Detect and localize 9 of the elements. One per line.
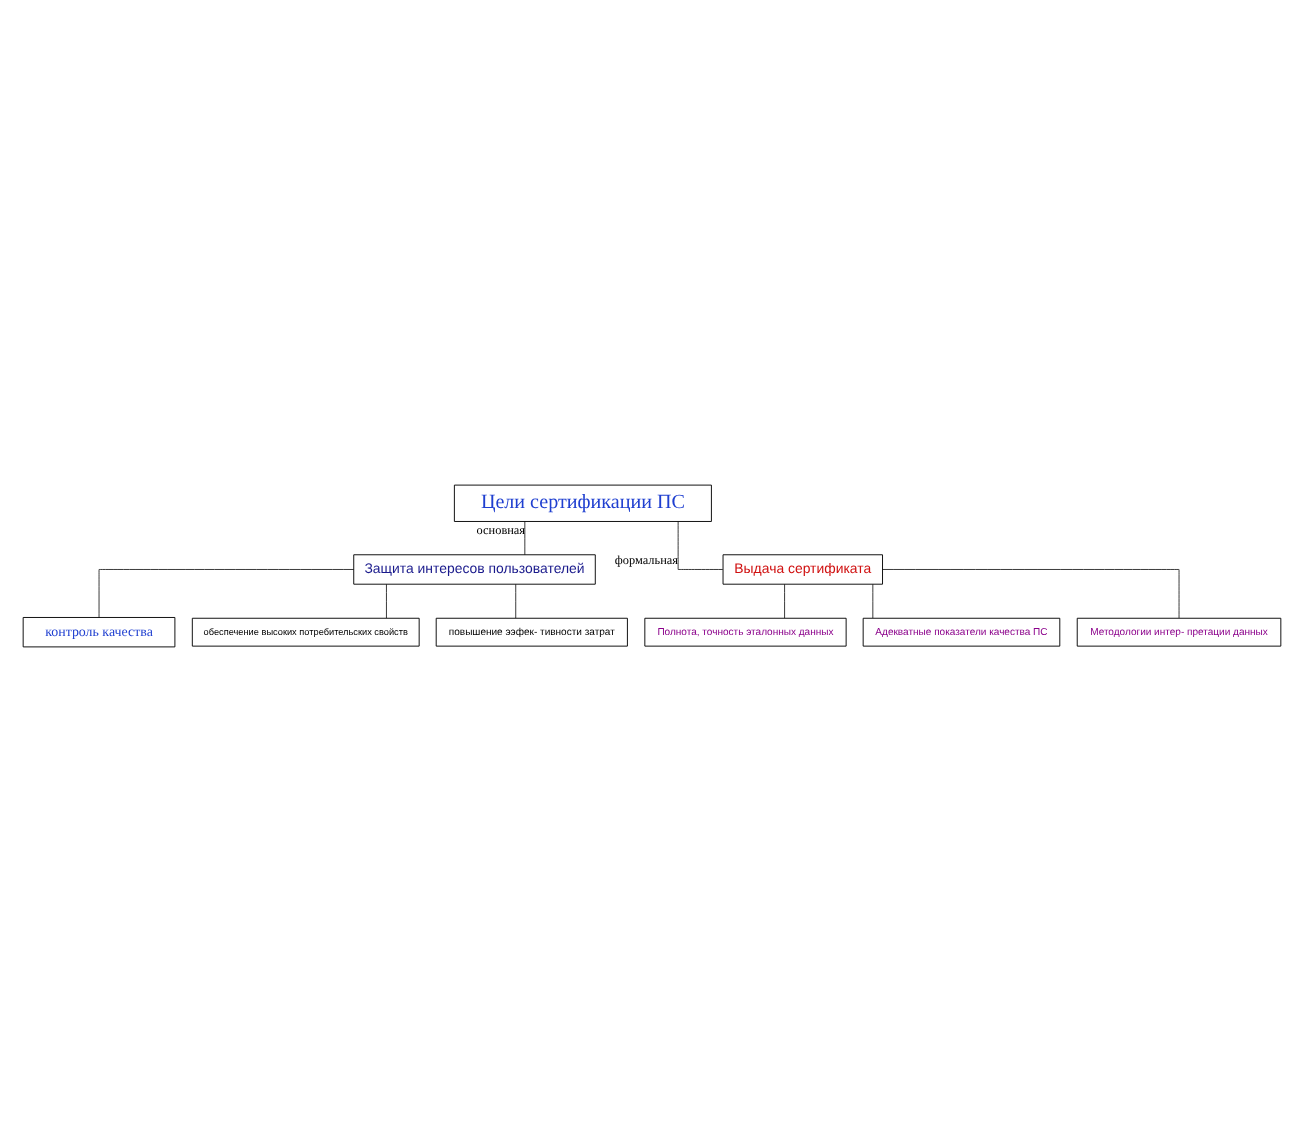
connector: [515, 583, 517, 619]
connector: [98, 569, 355, 618]
connector: [524, 521, 526, 556]
node-box: Цели сертификации ПС: [453, 484, 712, 522]
connector: [784, 583, 785, 619]
connector: [677, 521, 724, 570]
connector: [882, 569, 1180, 619]
connector: [872, 583, 874, 619]
connector: [386, 583, 387, 619]
